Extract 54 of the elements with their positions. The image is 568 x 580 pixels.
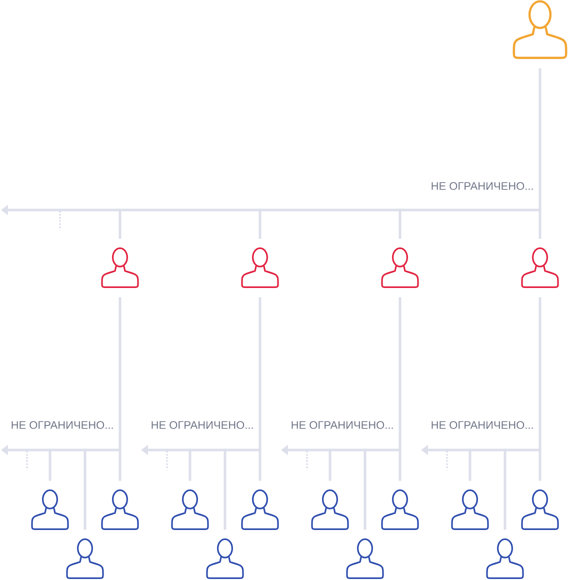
person-icon bbox=[101, 247, 139, 288]
connector-line bbox=[224, 448, 262, 452]
person-icon bbox=[206, 538, 244, 579]
person-icon bbox=[31, 489, 69, 530]
person-icon bbox=[521, 489, 559, 530]
connector-line bbox=[48, 448, 86, 452]
connector-line bbox=[258, 210, 262, 239]
person-icon bbox=[451, 489, 489, 530]
edge-label: НЕ ОГРАНИЧЕНО... bbox=[430, 420, 535, 430]
connector-line bbox=[118, 450, 122, 481]
connector-line bbox=[188, 448, 226, 452]
connector-line bbox=[258, 450, 262, 481]
connector-line bbox=[224, 450, 226, 530]
connector-line bbox=[188, 450, 192, 481]
person-icon bbox=[101, 489, 139, 530]
person-icon bbox=[512, 0, 568, 59]
connector-line bbox=[504, 448, 542, 452]
connector-line bbox=[118, 297, 122, 450]
connector-line bbox=[538, 210, 542, 239]
person-icon bbox=[346, 538, 384, 579]
person-icon bbox=[311, 489, 349, 530]
connector-line bbox=[398, 208, 542, 212]
edge-label: НЕ ОГРАНИЧЕНО... bbox=[430, 181, 535, 191]
person-icon bbox=[381, 247, 419, 288]
edge-label: НЕ ОГРАНИЧЕНО... bbox=[290, 420, 395, 430]
person-icon bbox=[241, 489, 279, 530]
person-icon bbox=[241, 247, 279, 288]
connector-line bbox=[538, 297, 542, 450]
connector-line bbox=[328, 448, 366, 452]
connector-line bbox=[468, 448, 506, 452]
connector-line bbox=[468, 450, 472, 481]
connector-line bbox=[364, 450, 366, 530]
connector-line bbox=[538, 450, 542, 481]
person-icon bbox=[171, 489, 209, 530]
connector-line bbox=[84, 448, 122, 452]
connector-line bbox=[398, 297, 402, 450]
person-icon bbox=[521, 247, 559, 288]
connector-line bbox=[118, 210, 122, 239]
connector-line bbox=[48, 450, 52, 481]
edge-label: НЕ ОГРАНИЧЕНО... bbox=[10, 420, 115, 430]
connector-line bbox=[504, 450, 506, 530]
connector-line bbox=[398, 450, 402, 481]
person-icon bbox=[66, 538, 104, 579]
person-icon bbox=[486, 538, 524, 579]
connector-line bbox=[118, 208, 262, 212]
connector-line bbox=[258, 297, 262, 450]
connector-line bbox=[84, 450, 86, 530]
person-icon bbox=[381, 489, 419, 530]
edge-label: НЕ ОГРАНИЧЕНО... bbox=[150, 420, 255, 430]
connector-line bbox=[398, 210, 402, 239]
connector-line bbox=[364, 448, 402, 452]
connector-line bbox=[538, 68, 542, 210]
connector-line bbox=[328, 450, 332, 481]
connector-line bbox=[258, 208, 402, 212]
